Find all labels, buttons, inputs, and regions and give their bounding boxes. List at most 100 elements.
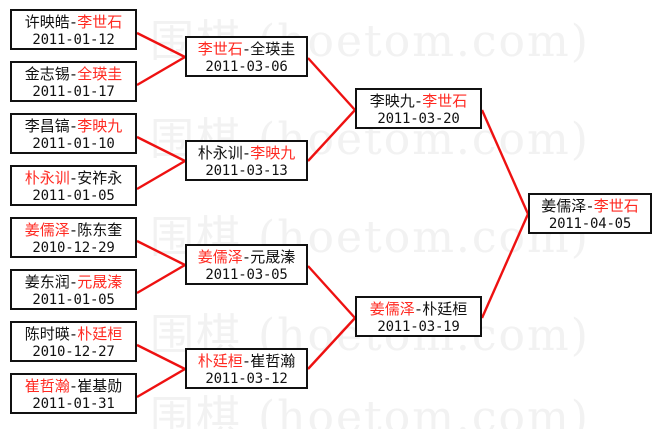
connector-line — [480, 109, 530, 215]
connector-line — [136, 367, 186, 399]
player-two-name: 安祚永 — [77, 169, 123, 187]
player-separator: - — [70, 117, 77, 135]
match-date: 2011-01-05 — [32, 188, 115, 204]
player-separator: - — [70, 13, 77, 31]
connector-line — [136, 55, 186, 87]
match-date: 2011-03-13 — [205, 163, 288, 179]
player-one-name: 姜儒泽 — [369, 300, 415, 318]
connector-line — [307, 57, 356, 111]
player-separator: - — [243, 248, 250, 266]
match-players: 崔哲瀚-崔基勋 — [12, 377, 135, 396]
player-one-name: 朴永训 — [197, 144, 243, 162]
player-one-name: 崔哲瀚 — [24, 377, 70, 395]
player-separator: - — [70, 325, 77, 343]
match-date: 2010-12-27 — [32, 344, 115, 360]
match-date: 2011-01-10 — [32, 136, 115, 152]
match-players: 姜儒泽-李世石 — [530, 197, 650, 216]
match-date: 2011-03-20 — [377, 111, 460, 127]
player-two-name: 李世石 — [77, 13, 123, 31]
player-two-name: 崔哲瀚 — [250, 352, 296, 370]
player-separator: - — [70, 65, 77, 83]
connector-line — [480, 213, 530, 319]
player-one-name: 李映九 — [369, 92, 415, 110]
match-players: 姜儒泽-陈东奎 — [12, 221, 135, 240]
player-separator: - — [243, 40, 250, 58]
connector-line — [136, 31, 186, 59]
match-players: 姜儒泽-朴廷桓 — [357, 300, 480, 319]
match-date: 2011-03-06 — [205, 59, 288, 75]
connector-line — [136, 343, 186, 371]
player-one-name: 李世石 — [197, 40, 243, 58]
connector-line — [136, 135, 186, 163]
match-players: 陈时暎-朴廷桓 — [12, 325, 135, 344]
match-players: 姜儒泽-元晟溱 — [187, 248, 306, 267]
match-players: 姜东润-元晟溱 — [12, 273, 135, 292]
match-players: 金志锡-全瑛圭 — [12, 65, 135, 84]
match-date: 2011-03-12 — [205, 371, 288, 387]
match-date: 2011-01-05 — [32, 292, 115, 308]
player-one-name: 许映皓 — [24, 13, 70, 31]
player-two-name: 朴廷桓 — [77, 325, 123, 343]
player-two-name: 陈东奎 — [77, 221, 123, 239]
player-separator: - — [70, 377, 77, 395]
player-one-name: 朴永训 — [24, 169, 70, 187]
match-players: 朴永训-安祚永 — [12, 169, 135, 188]
player-separator: - — [415, 300, 422, 318]
player-two-name: 崔基勋 — [77, 377, 123, 395]
connector-line — [307, 109, 356, 162]
match-players: 朴廷桓-崔哲瀚 — [187, 352, 306, 371]
match-date: 2011-03-19 — [377, 319, 460, 335]
player-one-name: 姜儒泽 — [197, 248, 243, 266]
player-two-name: 元晟溱 — [77, 273, 123, 291]
match-date: 2011-01-31 — [32, 396, 115, 412]
match-date: 2011-03-05 — [205, 267, 288, 283]
player-separator: - — [243, 144, 250, 162]
connector-line — [307, 265, 356, 319]
match-date: 2011-01-17 — [32, 84, 115, 100]
connector-line — [136, 263, 186, 295]
player-one-name: 李昌镐 — [24, 117, 70, 135]
player-two-name: 全瑛圭 — [250, 40, 296, 58]
match-players: 李昌镐-李映九 — [12, 117, 135, 136]
player-one-name: 姜东润 — [24, 273, 70, 291]
player-two-name: 李映九 — [77, 117, 123, 135]
match-date: 2011-04-05 — [548, 216, 632, 232]
player-separator: - — [70, 221, 77, 239]
match-players: 朴永训-李映九 — [187, 144, 306, 163]
player-one-name: 姜儒泽 — [541, 197, 587, 215]
connector-line — [307, 317, 356, 370]
match-players: 李映九-李世石 — [357, 92, 480, 111]
player-one-name: 朴廷桓 — [197, 352, 243, 370]
player-two-name: 李世石 — [422, 92, 468, 110]
watermark-text: 围棋 (hoetom.com) — [150, 392, 590, 429]
player-one-name: 姜儒泽 — [24, 221, 70, 239]
connector-line — [136, 159, 186, 191]
match-players: 李世石-全瑛圭 — [187, 40, 306, 59]
connector-line — [136, 239, 186, 267]
player-two-name: 朴廷桓 — [422, 300, 468, 318]
match-players: 许映皓-李世石 — [12, 13, 135, 32]
player-separator: - — [587, 197, 593, 215]
player-two-name: 元晟溱 — [250, 248, 296, 266]
player-one-name: 金志锡 — [24, 65, 70, 83]
match-date: 2010-12-29 — [32, 240, 115, 256]
player-separator: - — [70, 273, 77, 291]
player-separator: - — [243, 352, 250, 370]
player-two-name: 李世石 — [593, 197, 639, 215]
